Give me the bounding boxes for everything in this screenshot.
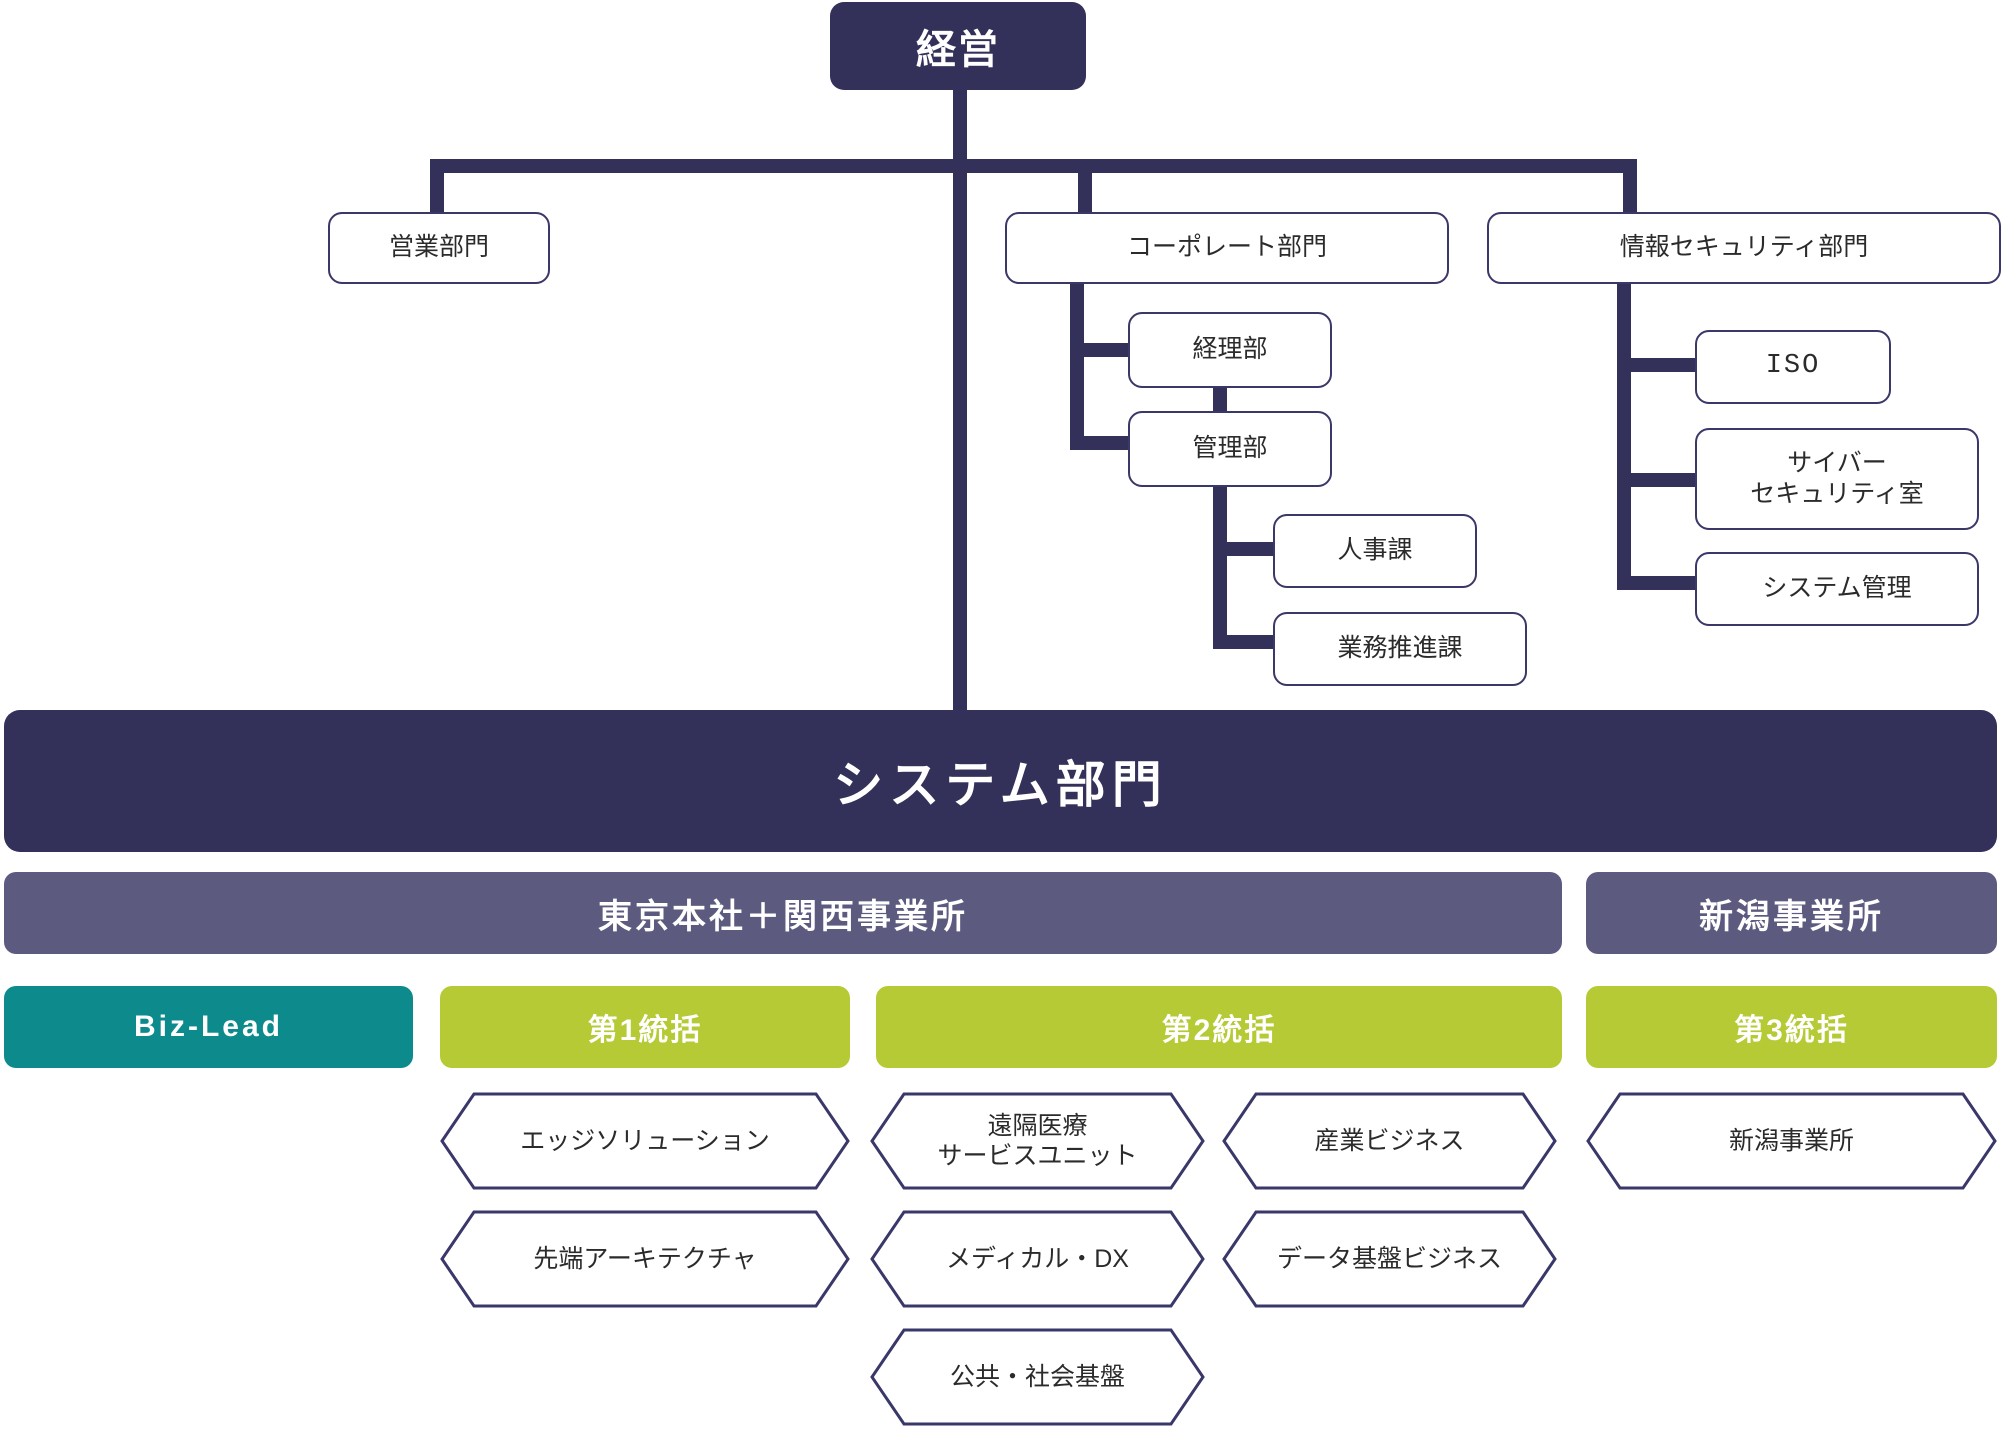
node-cyber-security-label: サイバー セキュリティ室 [1750,448,1924,508]
connector-stub-kanri [1070,436,1130,450]
node-jinjika[interactable]: 人事課 [1273,514,1477,588]
band-group-dai3[interactable]: 第3統括 [1586,986,1997,1068]
hex-telemedicine-service-unit-label: 遠隔医療 サービスユニット [937,1111,1138,1171]
node-eigyo-bumon[interactable]: 営業部門 [328,212,550,284]
node-gyomusuishinka[interactable]: 業務推進課 [1273,612,1527,686]
hex-industrial-business-label: 産業ビジネス [1314,1126,1465,1155]
hex-data-platform-business[interactable]: データ基盤ビジネス [1222,1210,1557,1308]
band-group-biz-lead-label: Biz-Lead [133,1010,283,1043]
hexagon-shape-icon [440,1210,850,1308]
connector-stub-cyber [1617,473,1697,487]
band-site-tokyo-kansai-label: 東京本社＋関西事業所 [598,897,968,936]
node-cyber-security[interactable]: サイバー セキュリティ室 [1695,428,1979,530]
hex-data-platform-business-label: データ基盤ビジネス [1276,1244,1502,1273]
hex-telemedicine-service-unit[interactable]: 遠隔医療 サービスユニット [870,1092,1205,1190]
hex-niigata-office-label: 新潟事業所 [1728,1126,1854,1155]
hexagon-shape-icon [1222,1092,1557,1190]
band-group-dai3-label: 第3統括 [1734,1014,1849,1047]
hex-medical-dx[interactable]: メディカル・DX [870,1210,1205,1308]
connector-trunk-vertical [953,88,967,720]
band-site-niigata-label: 新潟事業所 [1699,897,1884,936]
node-corporate-bumon-label: コーポレート部門 [1126,233,1327,262]
connector-drop-corporate [1078,159,1092,212]
hexagon-shape-icon [1222,1210,1557,1308]
hex-industrial-business[interactable]: 産業ビジネス [1222,1092,1557,1190]
hex-public-social-infra-label: 公共・社会基盤 [949,1362,1125,1391]
band-site-tokyo-kansai[interactable]: 東京本社＋関西事業所 [4,872,1562,954]
hex-niigata-office[interactable]: 新潟事業所 [1586,1092,1997,1190]
connector-main-bus [430,159,1637,173]
band-site-niigata[interactable]: 新潟事業所 [1586,872,1997,954]
node-corporate-bumon[interactable]: コーポレート部門 [1005,212,1449,284]
node-keiei-label: 経営 [916,28,1000,72]
node-gyomusuishinka-label: 業務推進課 [1337,634,1463,663]
hexagon-shape-icon [440,1092,850,1190]
node-iso[interactable]: ISO [1695,330,1891,404]
node-eigyo-bumon-label: 営業部門 [388,233,489,262]
connector-stub-sysadmin [1617,576,1697,590]
connector-stub-iso [1617,358,1697,372]
hex-advanced-architecture[interactable]: 先端アーキテクチャ [440,1210,850,1308]
hex-edge-solution[interactable]: エッジソリューション [440,1092,850,1190]
node-system-kanri-label: システム管理 [1762,574,1912,603]
node-security-bumon[interactable]: 情報セキュリティ部門 [1487,212,2001,284]
connector-rail-security [1617,222,1631,590]
connector-drop-sales [430,159,444,212]
hexagon-shape-icon [870,1092,1205,1190]
connector-stub-keiri [1070,343,1130,357]
band-group-dai2[interactable]: 第2統括 [876,986,1562,1068]
band-system-division[interactable]: システム部門 [4,710,1997,852]
connector-stub-gyomu [1213,635,1275,649]
node-keiei[interactable]: 経営 [830,2,1086,90]
node-system-kanri[interactable]: システム管理 [1695,552,1979,626]
hex-public-social-infra[interactable]: 公共・社会基盤 [870,1328,1205,1426]
node-security-bumon-label: 情報セキュリティ部門 [1619,233,1869,262]
hex-edge-solution-label: エッジソリューション [520,1126,770,1155]
hex-medical-dx-label: メディカル・DX [946,1244,1129,1273]
node-keiribu-label: 経理部 [1192,335,1268,364]
hexagon-shape-icon [870,1328,1205,1426]
band-group-dai2-label: 第2統括 [1161,1014,1277,1047]
band-group-dai1-label: 第1統括 [587,1014,703,1047]
band-group-biz-lead[interactable]: Biz-Lead [4,986,413,1068]
connector-stub-jinji [1213,542,1275,556]
node-kanribu-label: 管理部 [1192,434,1268,463]
node-keiribu[interactable]: 経理部 [1128,312,1332,388]
node-jinjika-label: 人事課 [1337,536,1413,565]
hexagon-shape-icon [1586,1092,1997,1190]
band-group-dai1[interactable]: 第1統括 [440,986,850,1068]
hexagon-shape-icon [870,1210,1205,1308]
node-iso-label: ISO [1765,351,1821,382]
band-system-division-label: システム部門 [833,757,1168,813]
hex-advanced-architecture-label: 先端アーキテクチャ [533,1244,757,1273]
connector-drop-security [1623,159,1637,212]
node-kanribu[interactable]: 管理部 [1128,411,1332,487]
